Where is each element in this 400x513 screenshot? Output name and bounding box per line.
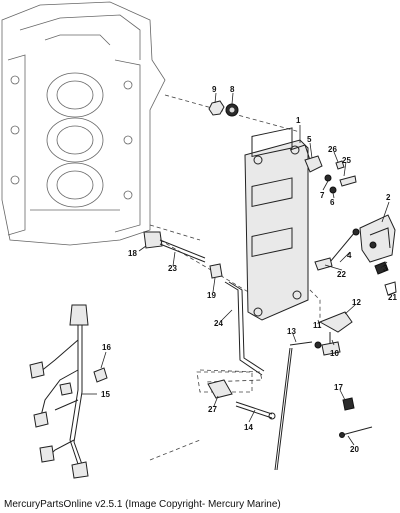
callout-7: 7 [320, 191, 325, 200]
bolt-and-bushing [196, 371, 276, 420]
callout-11: 11 [313, 321, 322, 330]
washer-and-nut [208, 100, 239, 117]
engine-block [1, 1, 166, 246]
callout-labels: 1 2 3 4 5 6 7 8 9 10 11 12 13 14 15 16 1… [101, 85, 397, 454]
callout-4: 4 [347, 251, 352, 260]
callout-1: 1 [296, 116, 301, 125]
callout-12: 12 [352, 298, 361, 307]
callout-3: 3 [383, 264, 388, 273]
callout-24: 24 [214, 319, 223, 328]
callout-17: 17 [334, 383, 343, 392]
callout-23: 23 [168, 264, 177, 273]
callout-27: 27 [208, 405, 217, 414]
callout-18: 18 [128, 249, 137, 258]
callout-20: 20 [350, 445, 359, 454]
callout-22: 22 [337, 270, 346, 279]
callout-2: 2 [386, 193, 391, 202]
callout-15: 15 [101, 390, 110, 399]
link-rod [274, 341, 313, 471]
screw-20 [339, 426, 373, 438]
image-caption: MercuryPartsOnline v2.5.1 (Image Copyrig… [4, 499, 281, 510]
leader-lines [82, 92, 397, 446]
callout-26: 26 [328, 145, 337, 154]
callout-25: 25 [342, 156, 351, 165]
callout-10: 10 [330, 349, 339, 358]
drain-tube [224, 281, 265, 376]
callout-14: 14 [244, 423, 253, 432]
wiring-harness [29, 304, 89, 479]
callout-16: 16 [102, 343, 111, 352]
harness-clip [93, 367, 108, 383]
callout-13: 13 [287, 327, 296, 336]
bracket-assembly [314, 311, 353, 356]
callout-21: 21 [388, 293, 397, 302]
callout-19: 19 [207, 291, 216, 300]
ground-lead [314, 228, 360, 271]
callout-9: 9 [212, 85, 217, 94]
callout-6: 6 [330, 198, 335, 207]
callout-8: 8 [230, 85, 235, 94]
screw-17 [342, 397, 355, 411]
ignition-module [359, 214, 396, 263]
fuel-fitting [143, 231, 223, 279]
mounting-plate [244, 127, 311, 321]
callout-5: 5 [307, 135, 312, 144]
